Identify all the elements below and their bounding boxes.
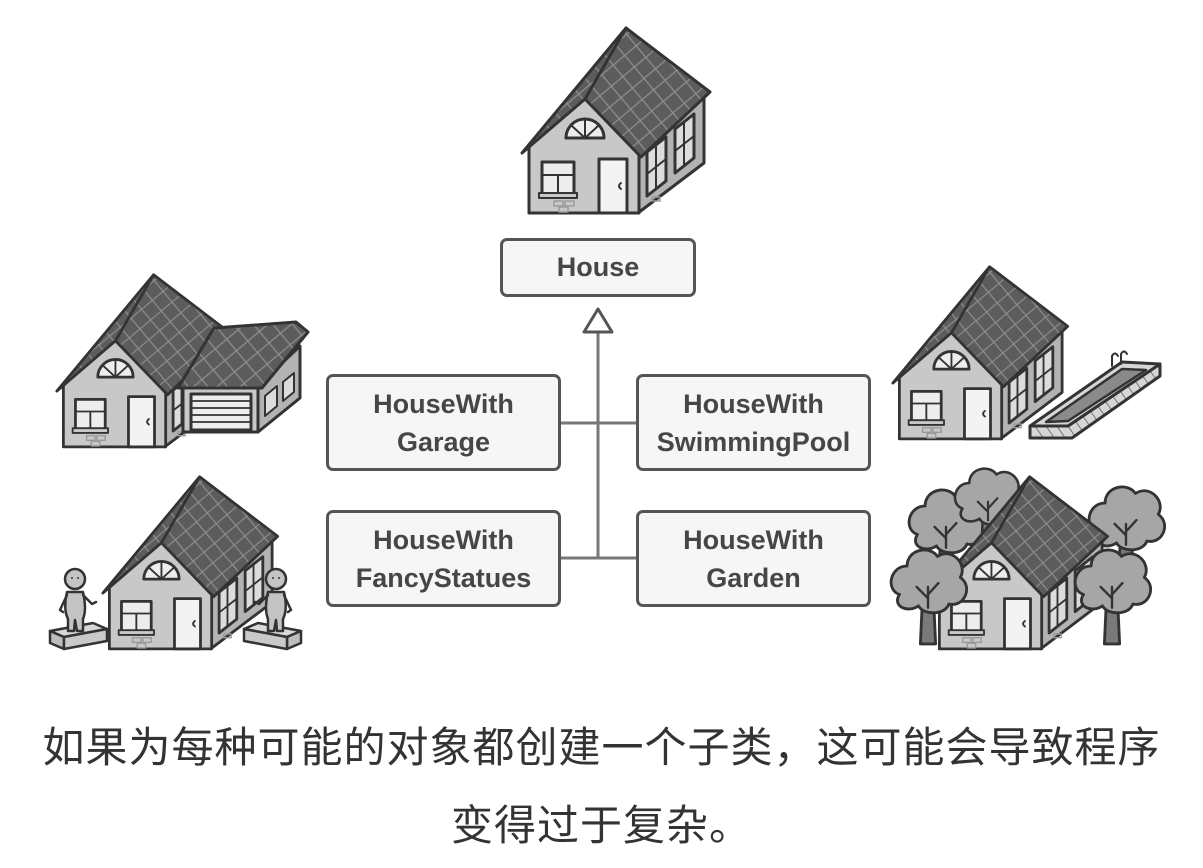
class-box-house-with-garden: HouseWith Garden [636, 510, 871, 607]
class-name-line2: FancyStatues [355, 563, 532, 593]
class-name-line1: HouseWith [683, 389, 824, 419]
class-name: House [556, 252, 640, 282]
class-name-line2: Garage [396, 427, 491, 457]
house-with-swimming-pool-icon [891, 265, 1162, 441]
class-name-line2: SwimmingPool [656, 427, 851, 457]
class-box-house-with-fancy-statues: HouseWith FancyStatues [326, 510, 561, 607]
class-name-line1: HouseWith [683, 525, 824, 555]
caption-line-2: 变得过于复杂。 [450, 801, 752, 850]
house-with-garage-icon [55, 273, 310, 449]
class-name-line1: HouseWith [373, 389, 514, 419]
connector-lines [560, 332, 637, 560]
class-name-line1: HouseWith [373, 525, 514, 555]
class-name-line2: Garden [706, 563, 801, 593]
house-with-fancy-statues-icon [48, 475, 303, 651]
inheritance-arrow [582, 307, 614, 334]
class-box-house-with-garage: HouseWith Garage [326, 374, 561, 471]
class-box-house-with-swimming-pool: HouseWith SwimmingPool [636, 374, 871, 471]
house-icon [520, 26, 712, 215]
house-with-garden-icon [889, 467, 1167, 651]
caption-line-1: 如果为每种可能的对象都创建一个子类，这可能会导致程序 [42, 723, 1161, 772]
class-box-house: House [500, 238, 696, 297]
